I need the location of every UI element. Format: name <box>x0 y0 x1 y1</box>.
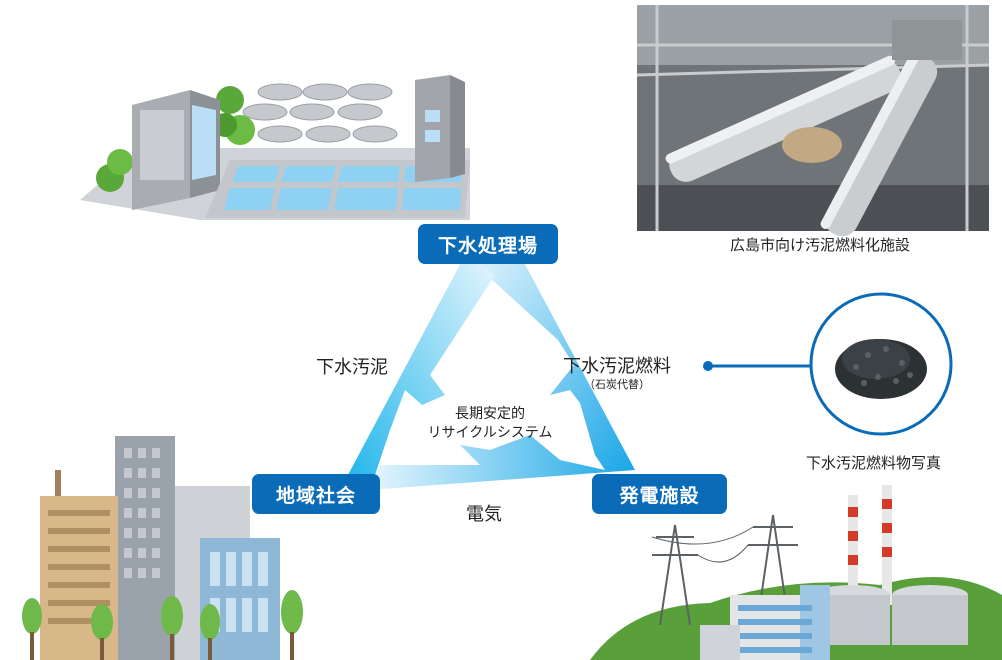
node-sewage-treatment-plant: 下水処理場 <box>418 224 558 264</box>
recycle-triangle <box>340 255 635 490</box>
fuel-connector-line <box>703 361 818 371</box>
center-label-line1: 長期安定的 <box>455 406 525 422</box>
fuel-pellet-photo <box>809 292 953 436</box>
flow-fuel-note: （石炭代替） <box>584 378 650 391</box>
community-city-illustration <box>22 436 303 660</box>
flow-electricity-label: 電気 <box>466 504 502 525</box>
power-plant-illustration <box>590 485 1002 660</box>
node-community: 地域社会 <box>252 474 380 514</box>
center-label: 長期安定的 リサイクルシステム <box>410 405 570 443</box>
facility-photo-caption: 広島市向け汚泥燃料化施設 <box>730 236 911 254</box>
sewage-plant-illustration <box>80 75 470 220</box>
flow-fuel-label: 下水汚泥燃料 <box>563 356 671 377</box>
fuel-photo-caption: 下水汚泥燃料物写真 <box>806 454 942 472</box>
flow-sludge-label: 下水汚泥 <box>316 357 388 378</box>
node-power-plant: 発電施設 <box>592 474 727 514</box>
center-label-line2: リサイクルシステム <box>427 425 553 441</box>
fuel-facility-photo <box>636 5 990 237</box>
